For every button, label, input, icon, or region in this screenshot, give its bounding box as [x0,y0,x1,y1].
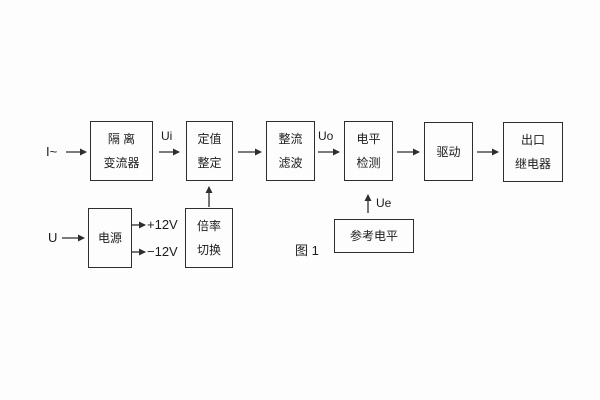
block-ratio-line2: 切换 [196,243,221,257]
block-rectifier-line2: 滤波 [278,156,303,170]
block-reference-line1: 参考电平 [349,229,398,243]
label-ui: Ui [161,129,173,143]
block-isolation-transformer: 隔 离 变流器 [90,121,153,181]
block-setting: 定值 整定 [186,121,233,181]
label-plus-12v: +12V [147,217,178,232]
block-power-supply: 电源 [88,208,132,268]
block-power-line1: 电源 [97,231,122,245]
label-uo: Uo [318,129,334,143]
block-relay-line1: 出口 [520,133,545,147]
block-isolation-line1: 隔 离 [107,132,136,146]
block-level-line1: 电平 [356,132,381,146]
block-ratio-line1: 倍率 [196,219,221,233]
block-isolation-line2: 变流器 [103,156,140,170]
block-setting-line1: 定值 [197,132,222,146]
label-ue: Ue [376,196,392,210]
block-ratio-switch: 倍率 切换 [185,208,233,268]
block-driver: 驱动 [424,122,473,181]
block-rectifier-filter: 整流 滤波 [266,121,315,181]
block-rectifier-line1: 整流 [278,132,303,146]
label-input-voltage: U [48,230,58,245]
block-setting-line2: 整定 [197,156,222,170]
block-reference-level: 参考电平 [334,219,414,253]
block-level-detector: 电平 检测 [344,121,393,181]
block-relay-line2: 继电器 [514,157,551,171]
block-output-relay: 出口 继电器 [503,122,563,182]
label-minus-12v: −12V [147,244,178,259]
block-level-line2: 检测 [356,156,381,170]
label-input-current: I~ [46,144,58,159]
figure-caption: 图 1 [295,243,319,258]
block-driver-line1: 驱动 [436,144,461,159]
